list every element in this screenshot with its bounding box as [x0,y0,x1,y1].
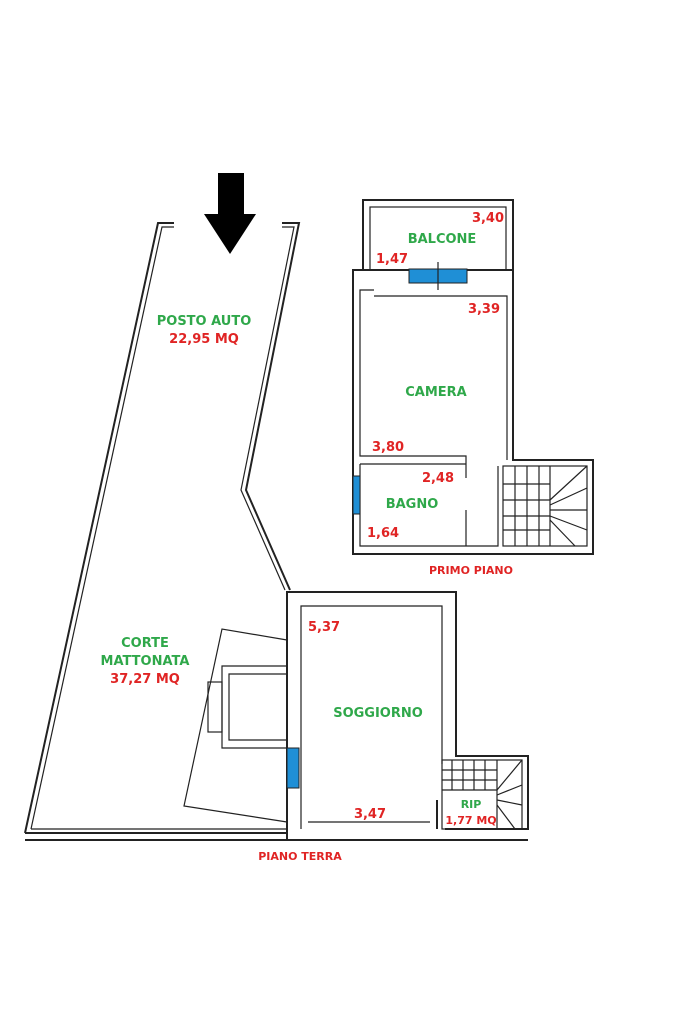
bagno-label: BAGNO [386,497,439,512]
posto-auto-area: 22,95 MQ [169,332,239,347]
ground-window [286,747,300,789]
ripostiglio-label: RIP [461,798,482,811]
camera-dim-width: 3,39 [468,302,500,317]
first-floor-walls [352,269,594,555]
camera-dim-height: 3,80 [372,440,404,455]
posto-auto-label: POSTO AUTO [157,314,252,329]
corte-label-line1: CORTE [121,636,169,651]
bagno-window [352,475,361,515]
bagno-dim-height: 1,64 [367,526,399,541]
camera-label: CAMERA [405,385,467,400]
piano-terra-label: PIANO TERRA [258,850,342,863]
primo-piano-label: PRIMO PIANO [429,564,513,577]
outdoor-area-boundary [24,222,528,841]
balcone-label: BALCONE [408,232,477,247]
soggiorno-label: SOGGIORNO [333,706,423,721]
ripostiglio-area: 1,77 MQ [445,814,496,827]
corte-structure [183,628,288,823]
balcone-dim-depth: 1,47 [376,252,408,267]
balcone-dim-width: 3,40 [472,211,504,226]
soggiorno-dim-height: 5,37 [308,620,340,635]
ground-floor-walls [286,591,529,840]
bagno-dim-width: 2,48 [422,471,454,486]
ground-stairs [441,759,523,830]
balcone-walls [362,199,514,290]
corte-area: 37,27 MQ [110,672,180,687]
entrance-arrow-icon [204,173,256,254]
corte-label-line2: MATTONATA [101,654,190,669]
first-floor-stairs [502,465,588,547]
soggiorno-dim-width: 3,47 [354,807,386,822]
